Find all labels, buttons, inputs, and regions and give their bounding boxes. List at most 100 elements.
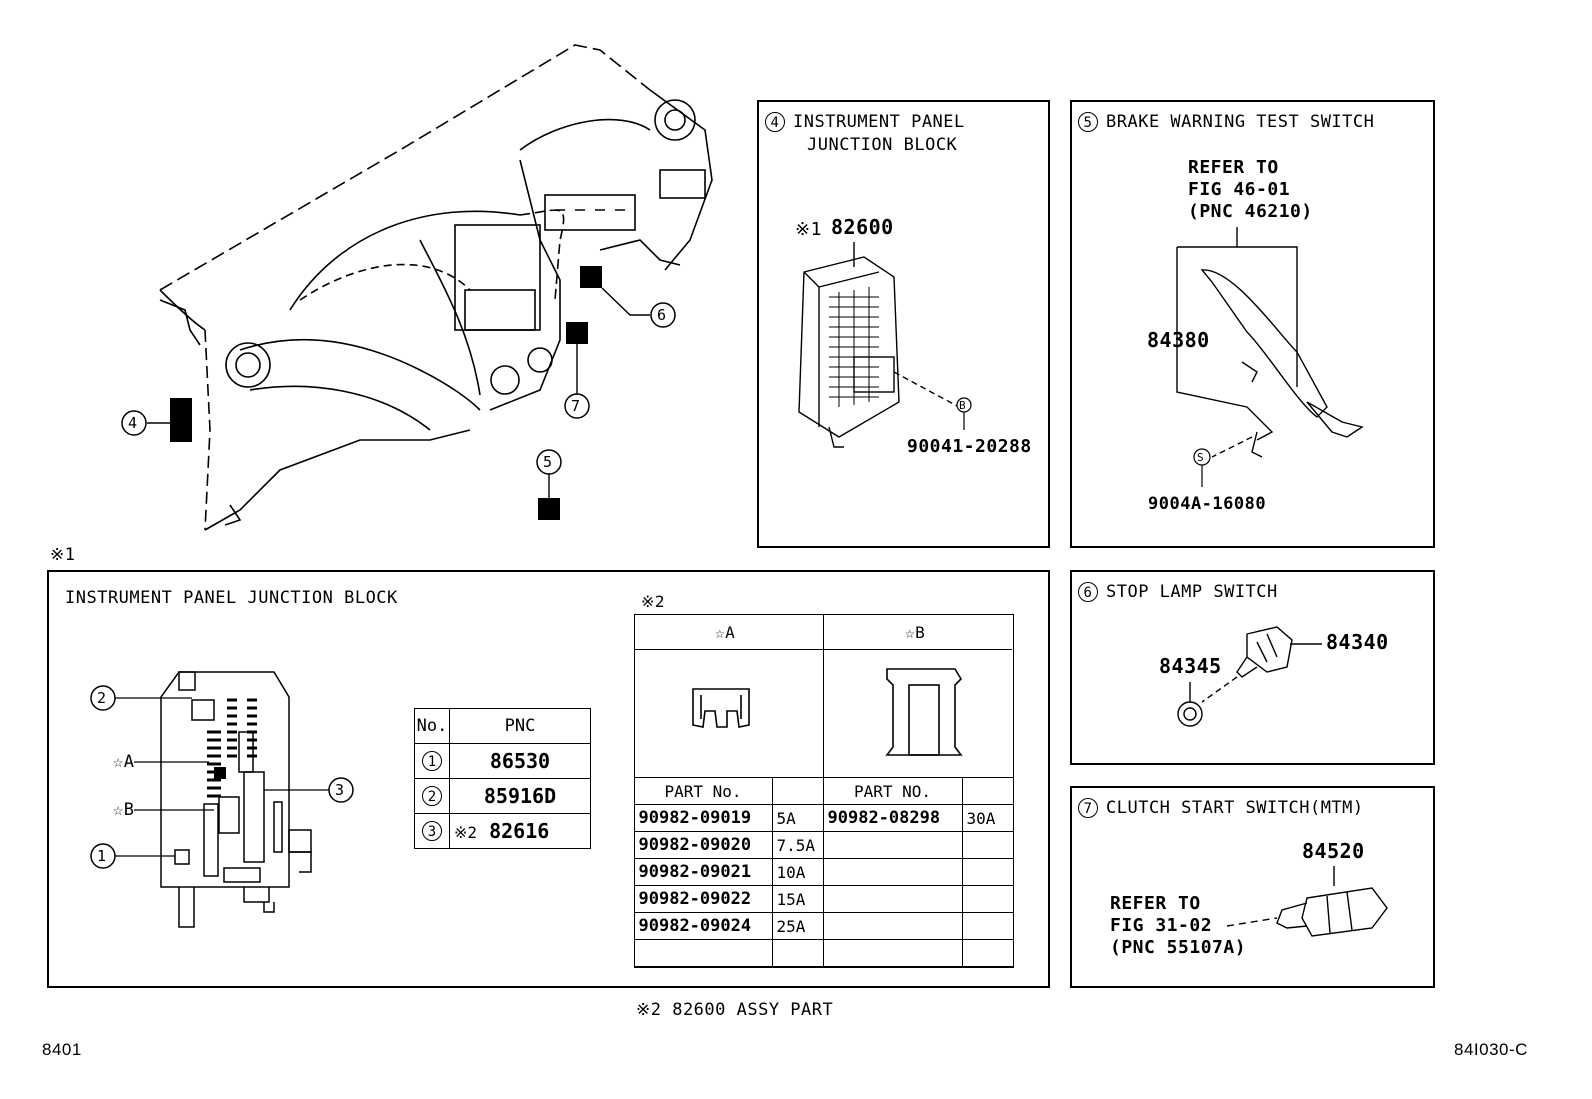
fuse-part-header-b: PART NO. <box>822 777 963 805</box>
pnc-row-no: 2 <box>422 786 442 806</box>
star-a-label: ☆A <box>113 752 135 772</box>
fuse-b-amp <box>961 939 1014 967</box>
panel7-refer-line1: REFER TO <box>1110 893 1201 914</box>
table-row: 90982-09019 5A 90982-08298 30A <box>633 804 1014 832</box>
panel4-ref-mark: ※1 <box>795 219 822 240</box>
table-row: 1 86530 <box>414 743 591 779</box>
panel6-number: 6 <box>1078 582 1098 602</box>
fuse-b-amp <box>961 831 1014 859</box>
fuse-a-amp: 10A <box>771 858 824 886</box>
pnc-row-no: 1 <box>422 751 442 771</box>
pnc-row-value: 86530 <box>449 743 591 779</box>
panel4-part-90041-20288: 90041-20288 <box>907 436 1032 457</box>
fuse-col-b-header: ☆B <box>905 623 926 642</box>
pnc-row-no: 3 <box>422 821 442 841</box>
panel4-part-82600: 82600 <box>831 215 894 239</box>
fuse-a-amp: 15A <box>771 885 824 913</box>
fuse-col-a-header: ☆A <box>715 623 736 642</box>
star-b-label: ☆B <box>113 800 135 820</box>
junction-block-drawing <box>798 242 972 448</box>
panel5-number: 5 <box>1078 112 1098 132</box>
assy-part-footnote: ※2 82600 ASSY PART <box>636 1000 834 1020</box>
fuse-b-amp <box>961 912 1014 940</box>
footer-left-code: 8401 <box>42 1040 82 1059</box>
panel7-refer-line2: FIG 31-02 <box>1110 915 1213 936</box>
panel4-bolt-marker: B <box>959 399 967 412</box>
fuse-parts-table: PART No. PART NO. 90982-09019 5A 90982-0… <box>633 777 1014 967</box>
junction-callout-2: 2 <box>97 689 107 707</box>
table-row <box>633 939 1014 967</box>
fuse-a-amp <box>771 939 824 967</box>
panel5-part-9004A-16080: 9004A-16080 <box>1148 494 1267 514</box>
callout-6-number: 6 <box>657 306 667 324</box>
pnc-table: No. PNC 1 86530 2 85916D 3 ※2 82616 <box>414 708 591 849</box>
pnc-header-no: No. <box>414 708 450 744</box>
table-row: 3 ※2 82616 <box>414 813 591 849</box>
panel6-part-84340: 84340 <box>1326 630 1389 654</box>
panel5-part-84380: 84380 <box>1147 328 1210 352</box>
table-row: 90982-09020 7.5A <box>633 831 1014 859</box>
fuse-illustrations <box>692 668 963 756</box>
panel4-number: 4 <box>765 112 785 132</box>
junction-callout-3: 3 <box>335 781 345 799</box>
panel5-screw-marker: S <box>1197 451 1205 464</box>
fuse-b-part <box>822 885 963 913</box>
panel5-refer-line2: FIG 46-01 <box>1188 179 1291 200</box>
panel7-part-84520: 84520 <box>1302 839 1365 863</box>
brake-switch-drawing <box>1176 227 1364 487</box>
pnc-row-value: 82616 <box>489 819 550 843</box>
fuse-a-part: 90982-09021 <box>633 858 773 886</box>
fuse-b-part <box>822 912 963 940</box>
callout-5-number: 5 <box>543 453 553 471</box>
table-row: 90982-09021 10A <box>633 858 1014 886</box>
fuse-a-part: 90982-09019 <box>633 804 773 832</box>
junction-section-mark: ※1 <box>50 545 76 565</box>
panel4-title-line2: JUNCTION BLOCK <box>807 135 958 155</box>
fuse-table-mark: ※2 <box>641 592 666 611</box>
fuse-b-amp: 30A <box>961 804 1014 832</box>
junction-callout-1: 1 <box>97 847 107 865</box>
panel5-refer-line1: REFER TO <box>1188 157 1279 178</box>
pnc-header-pnc: PNC <box>449 708 591 744</box>
table-row: 2 85916D <box>414 778 591 814</box>
callout-7-number: 7 <box>571 397 581 415</box>
stop-lamp-switch-drawing <box>1177 626 1322 727</box>
callout-4-number: 4 <box>128 414 138 432</box>
panel5-refer-line3: (PNC 46210) <box>1188 201 1313 222</box>
fuse-a-amp: 7.5A <box>771 831 824 859</box>
dashboard-overview-drawing <box>121 44 713 531</box>
fuse-a-part: 90982-09020 <box>633 831 773 859</box>
footer-right-code: 84I030-C <box>1454 1040 1528 1059</box>
panel7-number: 7 <box>1078 798 1098 818</box>
panel7-refer-line3: (PNC 55107A) <box>1110 937 1247 958</box>
fuse-b-part <box>822 831 963 859</box>
panel6-part-84345: 84345 <box>1159 654 1222 678</box>
pnc-row-mark: ※2 <box>454 823 478 842</box>
pnc-row-value: 85916D <box>449 778 591 814</box>
fuse-table: ☆A ☆B PART No. PART NO. 90982-09019 5A 9… <box>633 614 1014 968</box>
panel-junction-detail: INSTRUMENT PANEL JUNCTION BLOCK <box>47 570 1050 988</box>
fuse-b-part <box>822 858 963 886</box>
fuse-a-part <box>633 939 773 967</box>
table-row: 90982-09024 25A <box>633 912 1014 940</box>
junction-block-front-drawing <box>90 671 354 928</box>
junction-title: INSTRUMENT PANEL JUNCTION BLOCK <box>65 588 398 608</box>
fuse-a-part: 90982-09022 <box>633 885 773 913</box>
fuse-a-part: 90982-09024 <box>633 912 773 940</box>
fuse-part-header-a: PART No. <box>633 777 773 805</box>
fuse-b-part: 90982-08298 <box>822 804 963 832</box>
fuse-b-amp <box>961 858 1014 886</box>
fuse-a-amp: 5A <box>771 804 824 832</box>
fuse-a-amp: 25A <box>771 912 824 940</box>
clutch-switch-drawing <box>1226 866 1388 937</box>
fuse-b-part <box>822 939 963 967</box>
fuse-b-amp <box>961 885 1014 913</box>
